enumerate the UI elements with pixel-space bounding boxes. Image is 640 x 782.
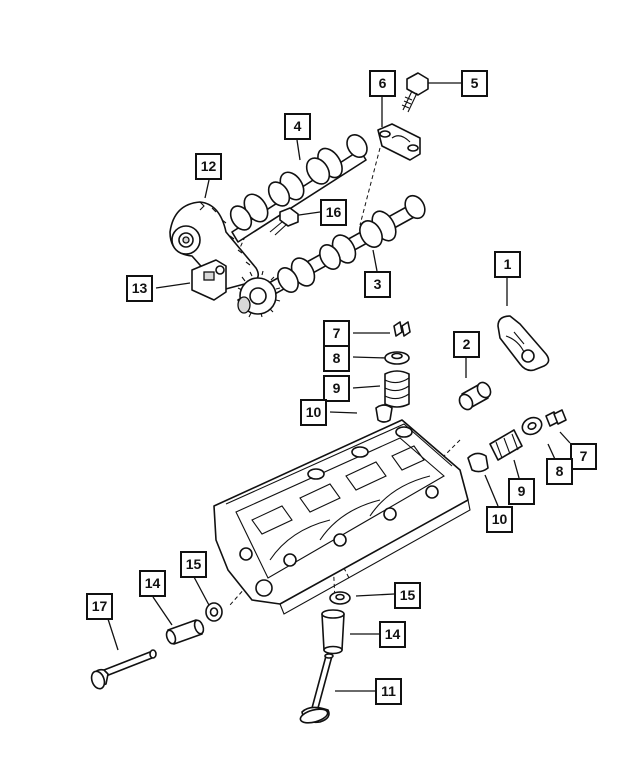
camshaft-upper [229,134,368,243]
valve-seal-upper [375,404,393,423]
callout-9-upper[interactable]: 9 [323,375,350,402]
camshaft-lower [237,194,426,318]
callout-16[interactable]: 16 [320,199,347,226]
callout-15-left[interactable]: 15 [180,551,207,578]
valve-guide-lower-left [165,619,205,645]
callout-10-upper[interactable]: 10 [300,399,327,426]
valve-keepers-upper [393,321,411,337]
intake-valve [299,653,334,724]
camshaft-bearing-cap [377,123,421,161]
callout-4[interactable]: 4 [284,113,311,140]
cam-cap-bolt [401,72,429,113]
callout-15-center[interactable]: 15 [394,582,421,609]
cylinder-head [213,419,471,615]
rocker-arm [497,315,550,372]
valve-guide-lower-center [321,609,345,655]
callout-5[interactable]: 5 [461,70,488,97]
callout-14-left[interactable]: 14 [139,570,166,597]
callout-6[interactable]: 6 [369,70,396,97]
valve-seal-lower-center [329,591,351,605]
callout-3[interactable]: 3 [364,271,391,298]
valve-retainer-right [521,416,543,436]
callout-8-upper[interactable]: 8 [323,345,350,372]
valve-seal-right [467,452,489,473]
valve-spring-upper [384,370,410,408]
callout-7-upper[interactable]: 7 [323,320,350,347]
callout-10-right[interactable]: 10 [486,506,513,533]
callout-13[interactable]: 13 [126,275,153,302]
valve-seal-lower-left [205,602,223,622]
callout-2[interactable]: 2 [453,331,480,358]
valve-spring-right [489,429,523,461]
callout-8-right[interactable]: 8 [546,458,573,485]
valve-keepers-right [545,409,567,427]
exhaust-valve [90,649,157,690]
callout-17[interactable]: 17 [86,593,113,620]
hydraulic-lash-adjuster [458,381,492,411]
callout-11[interactable]: 11 [375,678,402,705]
callout-12[interactable]: 12 [195,153,222,180]
chain-tensioner [191,259,227,301]
valve-retainer-upper [384,351,410,365]
callout-1[interactable]: 1 [494,251,521,278]
callout-9-right[interactable]: 9 [508,478,535,505]
sprocket-bolt [269,207,299,236]
callout-7-right[interactable]: 7 [570,443,597,470]
callout-14-center[interactable]: 14 [379,621,406,648]
timing-sprocket-and-chain [169,201,260,291]
